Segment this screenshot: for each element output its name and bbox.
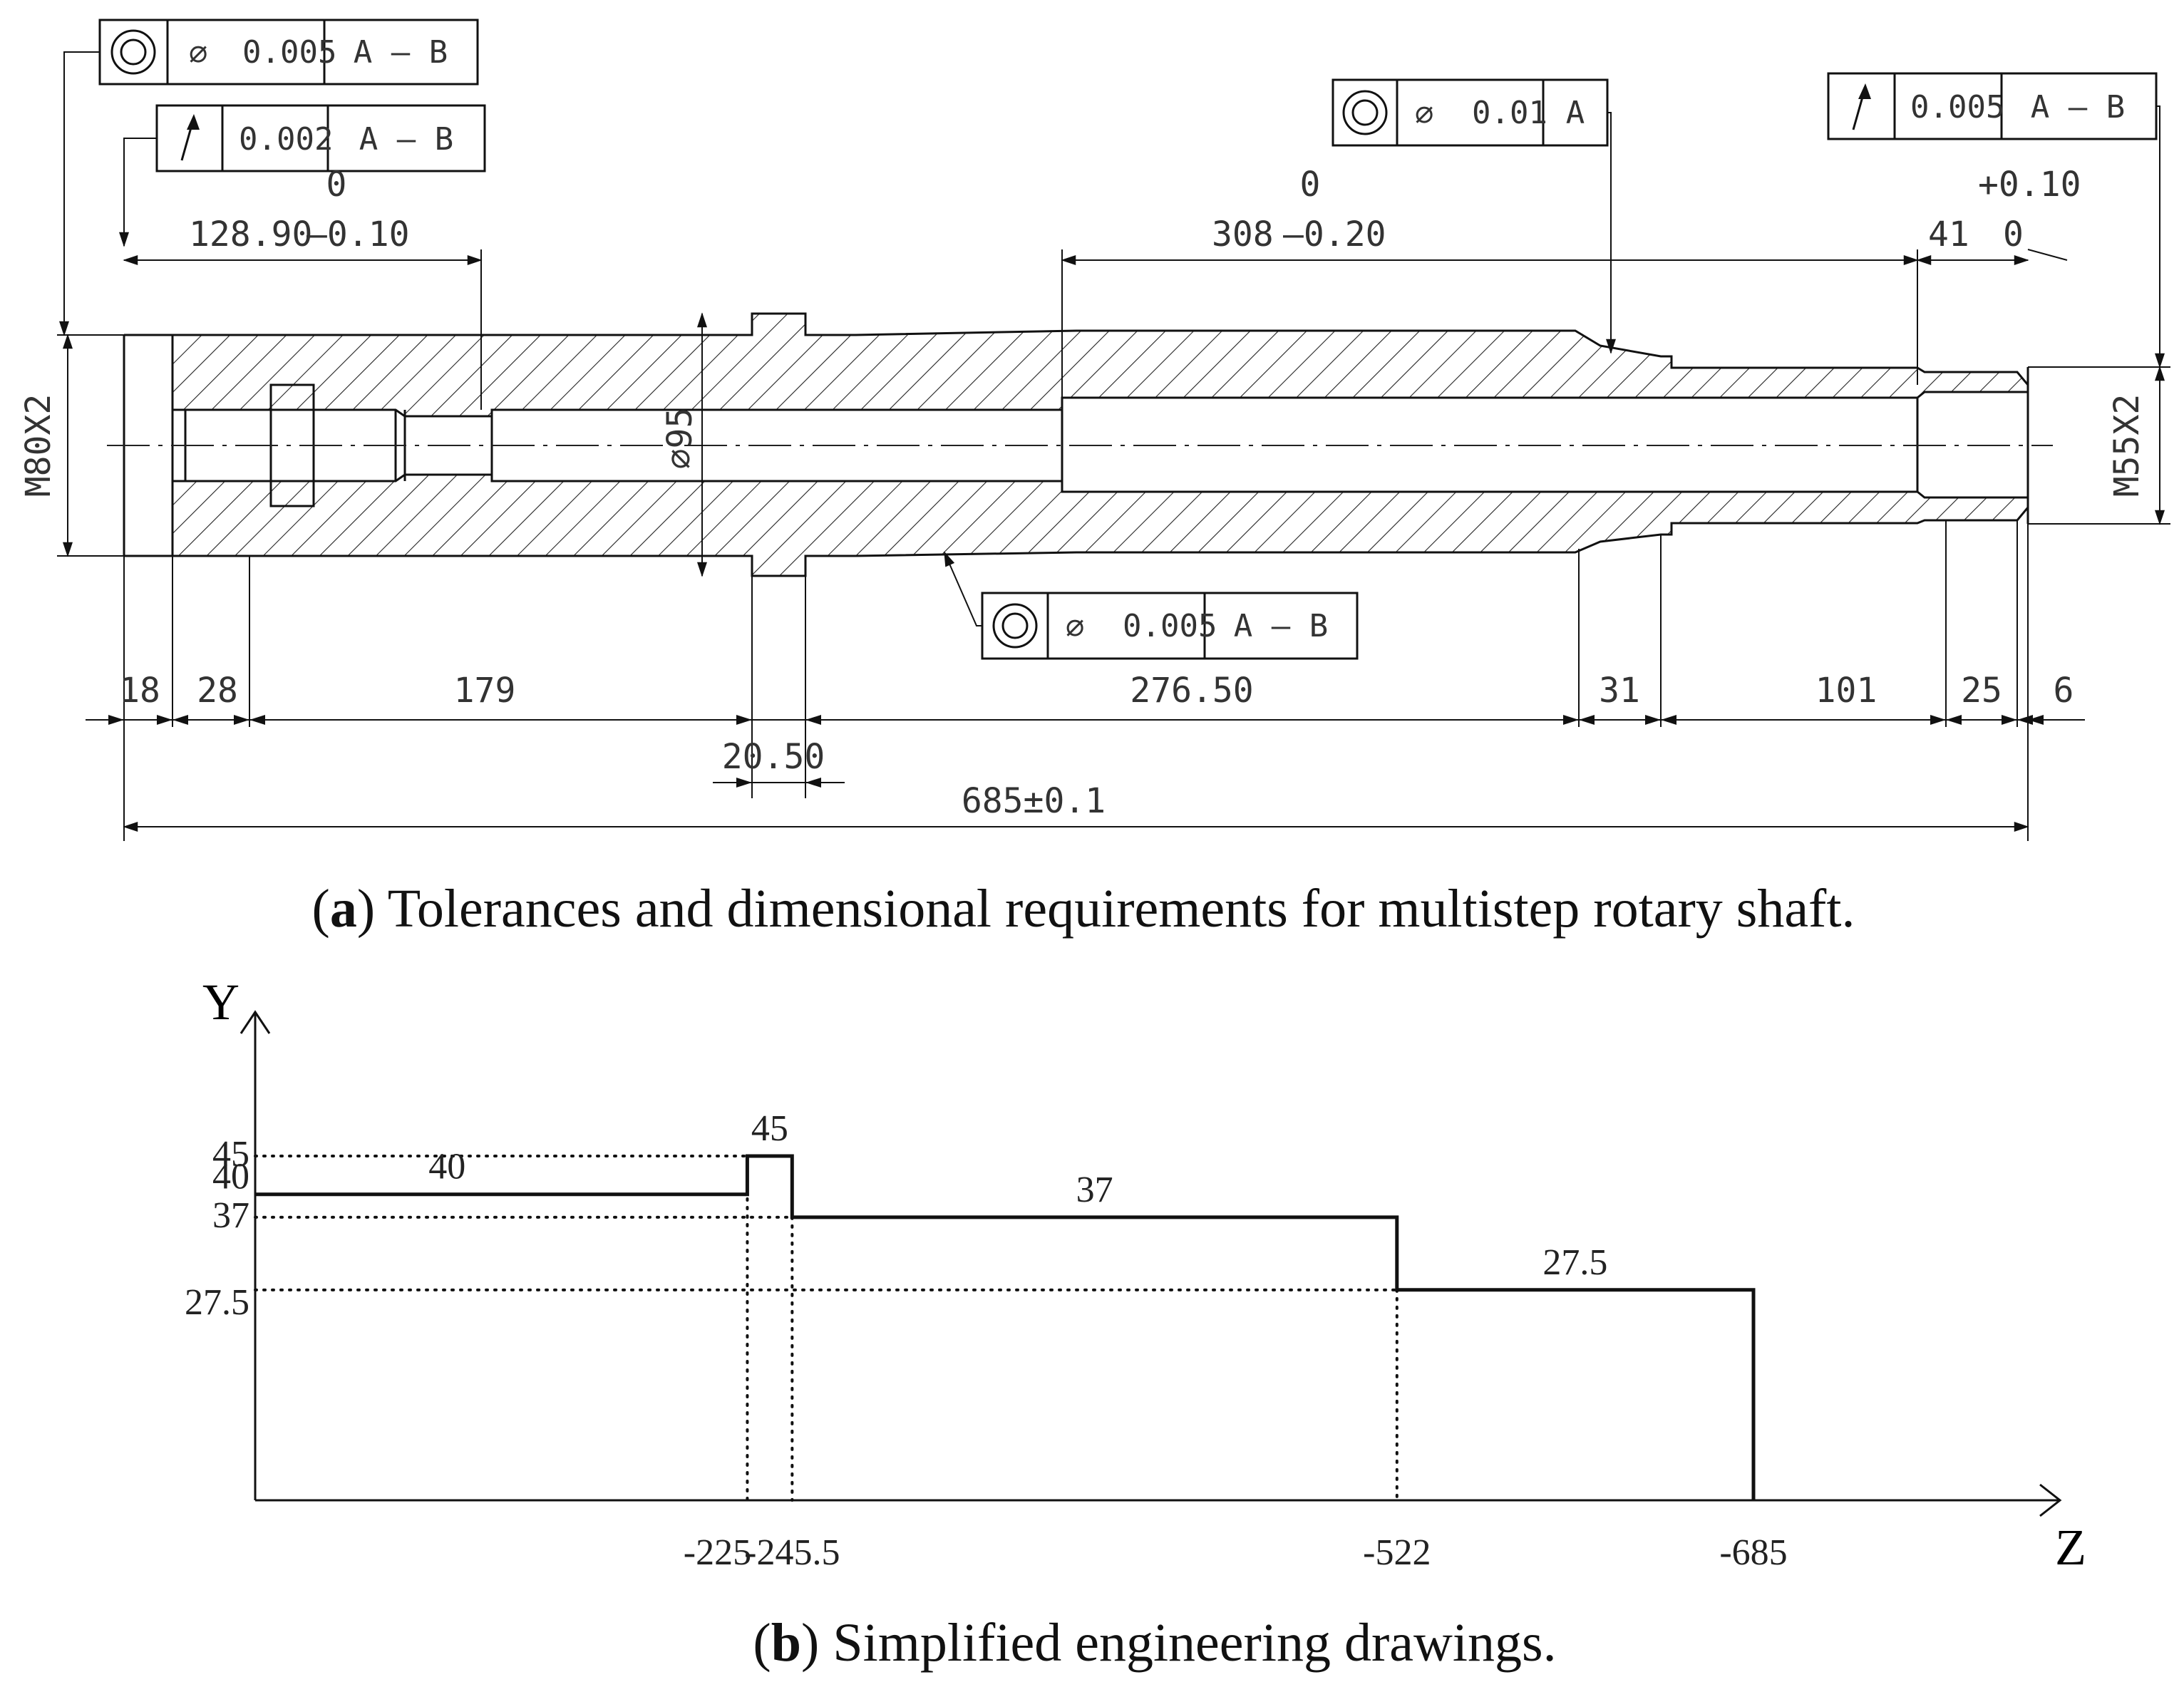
concentricity-icon xyxy=(110,29,156,75)
dim-101: 101 xyxy=(1815,671,1877,711)
thread-left-label: M80X2 xyxy=(19,394,58,497)
z-tick-245-5: -245.5 xyxy=(744,1532,840,1573)
dim-41-upper: +0.10 xyxy=(1978,165,2081,205)
segment-label-27-5: 27.5 xyxy=(1542,1242,1607,1283)
segment-label-37: 37 xyxy=(1076,1170,1113,1210)
dim-41-lower: 0 xyxy=(2003,215,2024,254)
dim-41-value: 41 xyxy=(1928,215,1969,254)
frame-datum: A xyxy=(1566,95,1585,131)
tolerance-frame-2: 0.002 A – B xyxy=(155,104,486,172)
tolerance-frame-4: 0.005 A – B xyxy=(1827,72,2158,140)
shaft-upper-wall xyxy=(124,312,2029,418)
concentricity-icon xyxy=(992,603,1038,649)
frame-datum: A – B xyxy=(2031,89,2125,125)
dim-128-value: 128.90 xyxy=(189,215,312,254)
shaft-drawing: M80X2 M55X2 ⌀95 ⌀ 0.005 A – B 0.002 A – … xyxy=(19,19,2170,939)
tolerance-frame-5: ⌀ 0.005 A – B xyxy=(981,592,1359,660)
frame-diameter-symbol: ⌀ xyxy=(1415,96,1434,133)
y-tick-40: 40 xyxy=(212,1157,249,1197)
profile-step-line xyxy=(255,1154,1756,1500)
leader-frame-4 xyxy=(2155,105,2165,368)
dim-308-value: 308 xyxy=(1212,215,1274,254)
bottom-dimensions: 18 28 179 20.50 276.50 31 101 25 6 685±0… xyxy=(86,520,2085,841)
dim-276-50: 276.50 xyxy=(1130,671,1253,711)
frame-value: 0.005 xyxy=(1910,89,2004,125)
frame-value: 0.01 xyxy=(1472,95,1547,131)
frame-datum: A – B xyxy=(354,34,448,71)
frame-value: 0.002 xyxy=(239,121,333,158)
z-axis-arrowhead xyxy=(2039,1483,2062,1517)
z-axis-label: Z xyxy=(2055,1519,2086,1576)
dim-overall-length: 685±0.1 xyxy=(962,781,1106,821)
frame-diameter-symbol: ⌀ xyxy=(189,36,208,72)
runout-arrow-icon xyxy=(1852,83,1871,130)
z-tick-225: -225 xyxy=(684,1532,751,1573)
diameter-label: ⌀95 xyxy=(660,408,700,470)
profile-guide-lines xyxy=(254,1155,1399,1502)
dim-179: 179 xyxy=(454,671,516,711)
dim-6: 6 xyxy=(2054,671,2074,711)
frame-datum: A – B xyxy=(359,121,453,158)
dim-31: 31 xyxy=(1599,671,1640,711)
dim-28: 28 xyxy=(197,671,238,711)
y-tick-27-5: 27.5 xyxy=(185,1282,249,1323)
leader-frame-5 xyxy=(944,551,982,626)
segment-label-40: 40 xyxy=(428,1147,465,1187)
thread-right-label: M55X2 xyxy=(2107,394,2147,497)
tolerance-frame-1: ⌀ 0.005 A – B xyxy=(98,19,479,86)
shaft-lower-wall xyxy=(124,473,2029,577)
dim-18: 18 xyxy=(119,671,160,711)
segment-label-45: 45 xyxy=(751,1108,788,1149)
y-tick-45: 45 xyxy=(212,1134,249,1175)
tolerance-frame-3: ⌀ 0.01 A xyxy=(1331,78,1609,147)
profile-chart: Y Z 45 40 37 27.5 -225 -245.5 -522 -685 … xyxy=(185,974,2086,1673)
y-tick-37: 37 xyxy=(212,1195,249,1236)
frame-diameter-symbol: ⌀ xyxy=(1066,609,1085,646)
dim-128-lower: –0.10 xyxy=(307,215,410,254)
dim-308-upper: 0 xyxy=(1300,165,1321,205)
dim-20-50: 20.50 xyxy=(722,737,825,777)
leader-frame-1 xyxy=(59,51,100,336)
dim-128-upper: 0 xyxy=(326,165,347,205)
shaft-section xyxy=(107,312,2053,577)
frame-value: 0.005 xyxy=(1123,608,1217,644)
y-axis-arrowhead xyxy=(239,1010,271,1034)
runout-arrow-icon xyxy=(180,114,200,161)
frame-value: 0.005 xyxy=(242,34,336,71)
leader-frame-2 xyxy=(119,138,157,247)
top-dimensions: 0 128.90 –0.10 0 308 –0.20 +0.10 41 0 xyxy=(123,165,2081,410)
dim-308-lower: –0.20 xyxy=(1283,215,1386,254)
z-tick-522: -522 xyxy=(1363,1532,1431,1573)
y-axis-label: Y xyxy=(202,974,239,1031)
z-tick-685: -685 xyxy=(1719,1532,1787,1573)
concentricity-icon xyxy=(1342,90,1388,135)
caption-b: (b) Simplified engineering drawings. xyxy=(753,1613,1556,1673)
leader-frame-3 xyxy=(1606,112,1616,354)
frame-datum: A – B xyxy=(1234,608,1328,644)
dim-25: 25 xyxy=(1961,671,2002,711)
caption-a: (a) Tolerances and dimensional requireme… xyxy=(312,879,1855,939)
